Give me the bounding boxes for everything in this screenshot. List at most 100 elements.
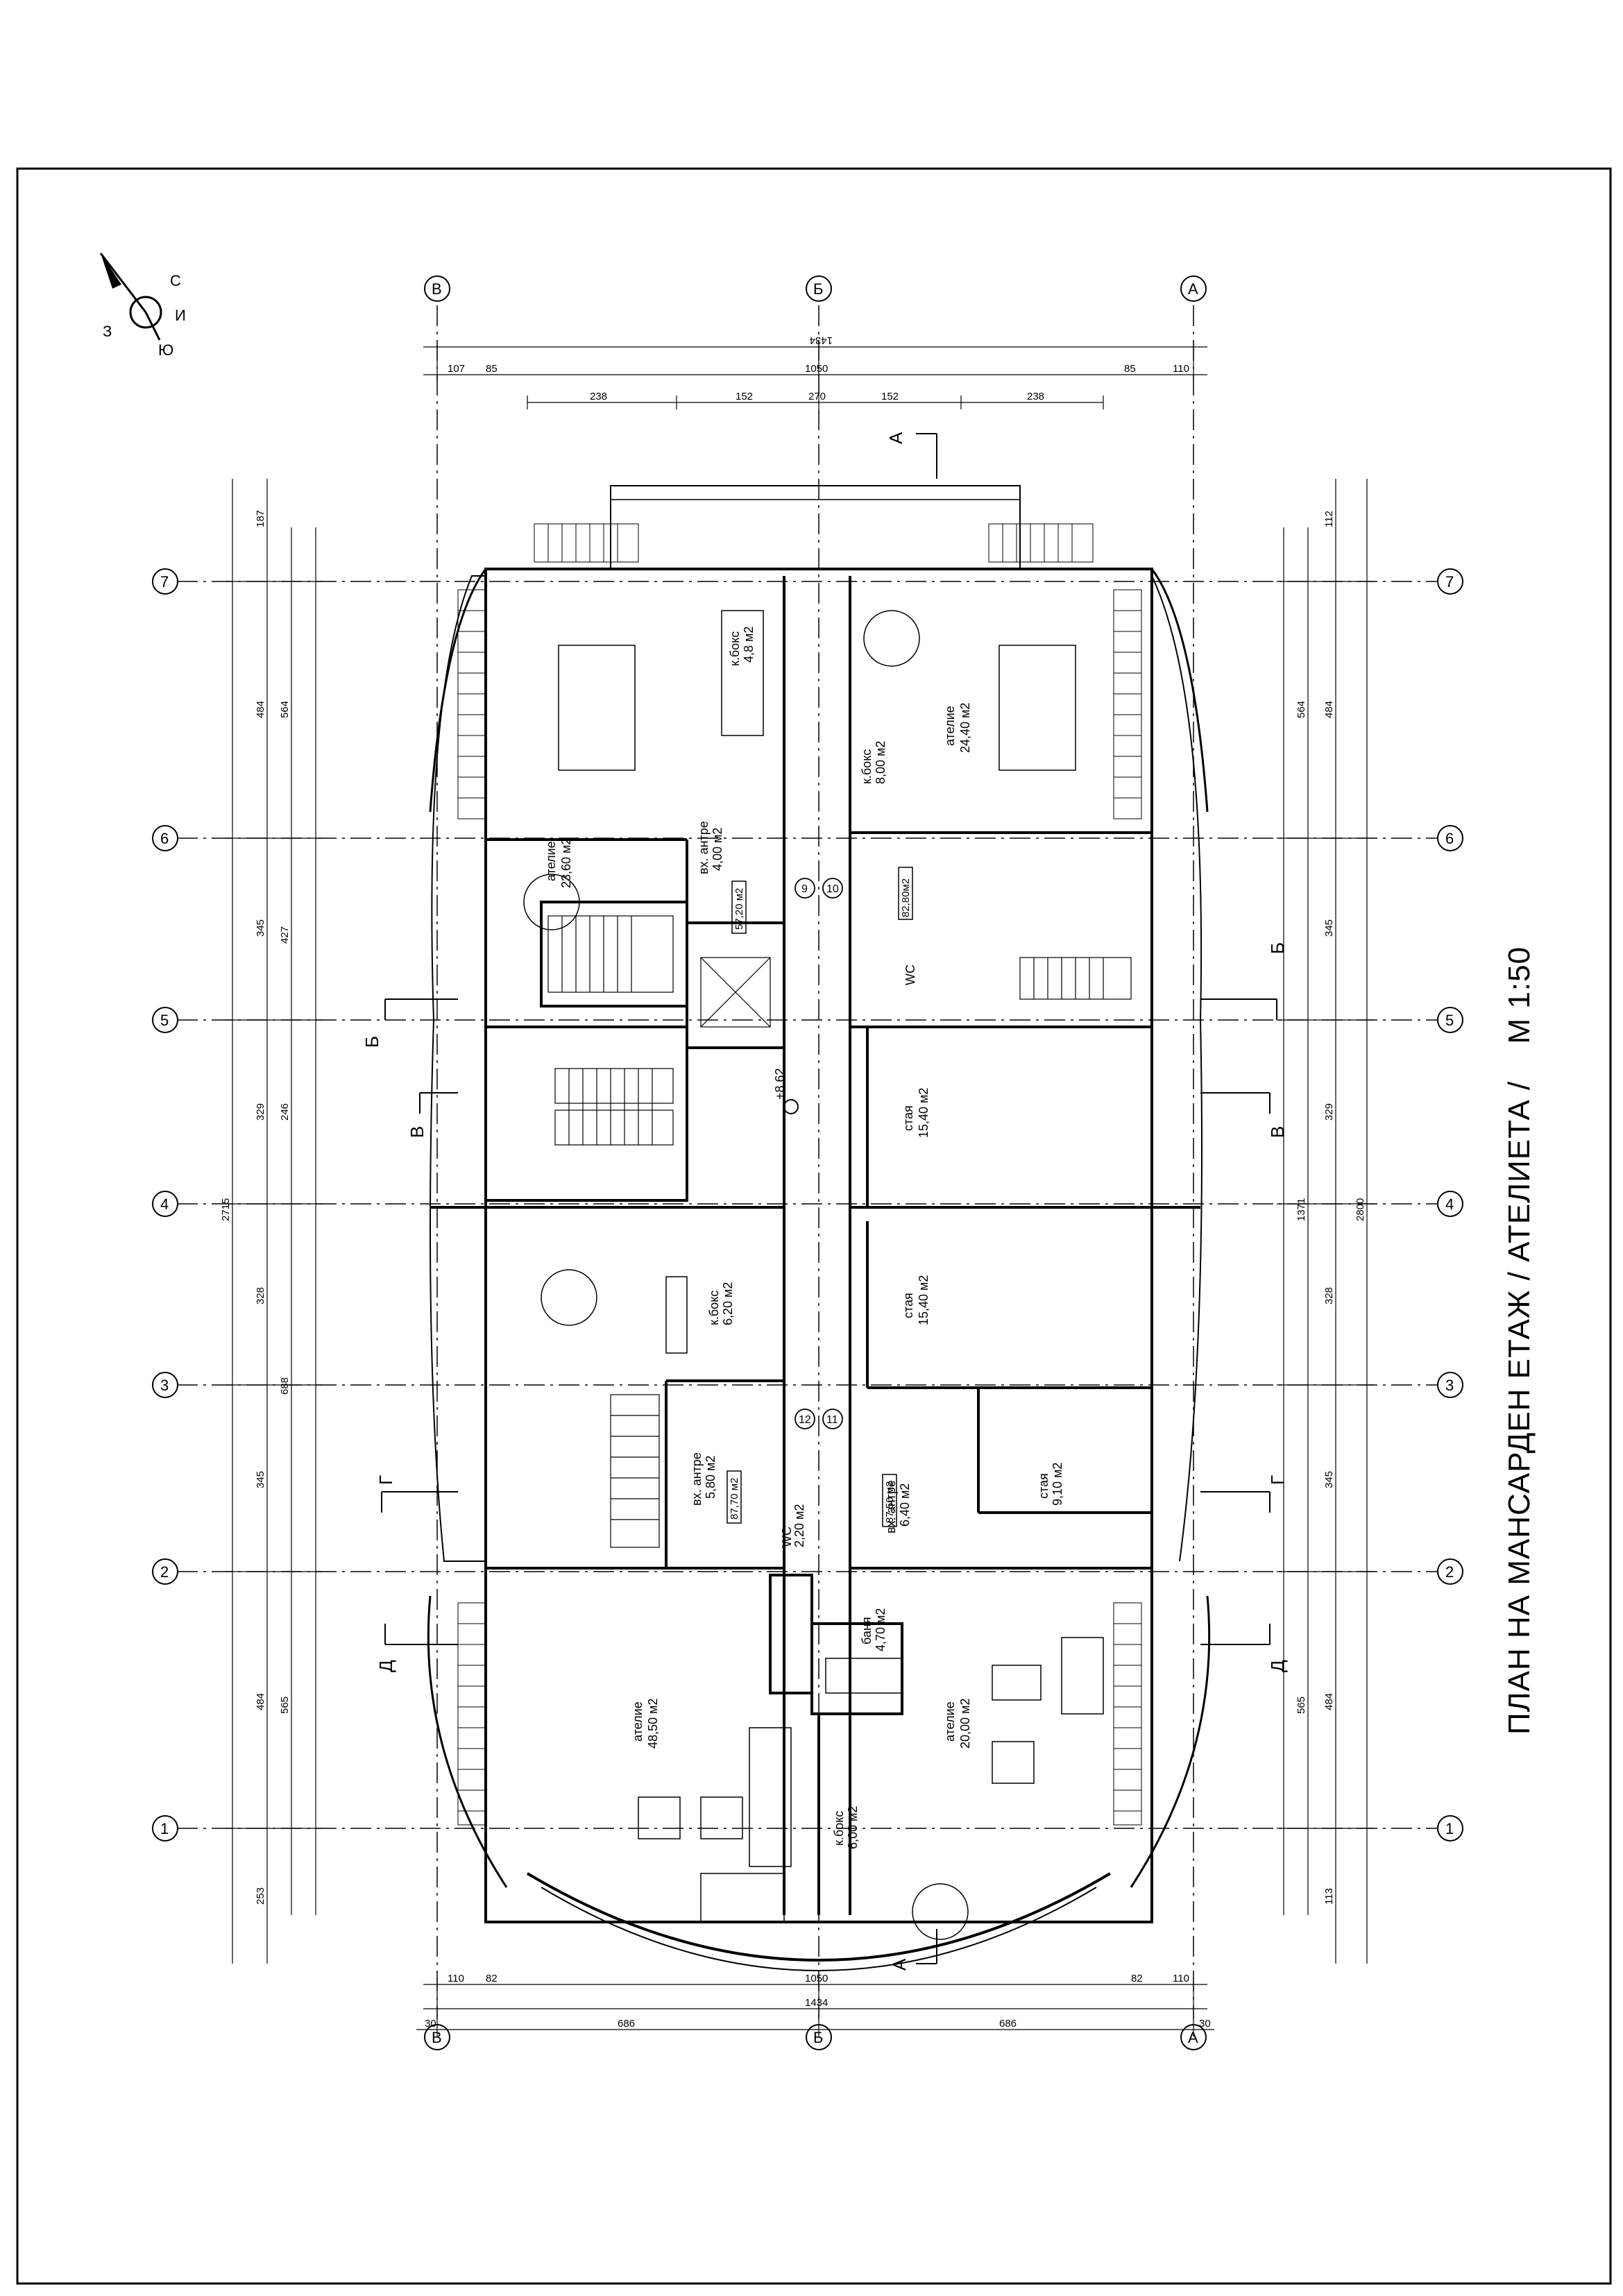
axis-label-right-3: 3: [1445, 1377, 1454, 1394]
dim-right-chain-4: 329: [1323, 1103, 1335, 1121]
section-label-b-left: Б: [362, 1036, 382, 1048]
room-area-16: 20,00 м2: [958, 1699, 972, 1749]
dim-left-inner-1: 564: [279, 701, 291, 718]
dim-top-overall: 1434: [810, 334, 833, 346]
room-name-17: к.бокс: [832, 1811, 846, 1846]
section-label-v-right: В: [1267, 1126, 1288, 1138]
level-mark-icon: [783, 1099, 799, 1114]
axis-label-left-1: 1: [160, 1820, 169, 1837]
section-label-v-left: В: [407, 1126, 427, 1138]
dim-right-chain-2: 484: [1323, 701, 1335, 718]
axis-label-bottom-1: В: [432, 2029, 442, 2046]
section-label-a-top: А: [885, 432, 906, 444]
dim-left-chain-7: 484: [255, 1693, 266, 1710]
room-name-3: вх. антре: [697, 821, 711, 874]
axis-label-bottom-3: А: [1188, 2029, 1198, 2046]
axis-label-right-2: 2: [1445, 1563, 1454, 1581]
dim-left-chain-2: 484: [255, 701, 266, 718]
dim-bottom-sub-3: 1050: [805, 1973, 828, 1984]
unit-number-11: 11: [826, 1414, 838, 1426]
room-area-7: 15,40 м2: [917, 1088, 931, 1138]
axis-label-right-4: 4: [1445, 1196, 1454, 1213]
section-label-g-left: Г: [375, 1475, 396, 1485]
dim-top-inner-3: 270: [808, 391, 826, 402]
room-name-5: к.бокс: [860, 749, 874, 784]
dim-right-chain-3: 345: [1323, 919, 1335, 937]
north-arrow-icon: С Ю И З: [99, 253, 186, 359]
dim-right-inner-2: 1371: [1295, 1198, 1307, 1221]
dim-right-overall: 2800: [1354, 1198, 1366, 1221]
section-label-d-right: Д: [1267, 1660, 1288, 1672]
room-name-7: стая: [901, 1105, 915, 1131]
axis-label-left-3: 3: [160, 1377, 169, 1394]
axis-label-left-6: 6: [160, 830, 169, 847]
axis-label-right-5: 5: [1445, 1012, 1454, 1029]
dim-right-chain-7: 484: [1323, 1693, 1335, 1710]
dim-left-inner-5: 565: [279, 1697, 291, 1714]
dim-left-inner-2: 427: [279, 926, 291, 944]
axis-label-top-1: В: [432, 280, 442, 298]
axis-label-top-3: А: [1188, 280, 1198, 298]
room-area-2: 4,8 м2: [742, 627, 756, 663]
dim-top-inner-4: 152: [881, 391, 899, 402]
section-label-a-bottom: А: [889, 1958, 910, 1971]
unit-total-4: 87,50 м2: [884, 1481, 896, 1523]
dim-bottom-sub-1: 110: [448, 1973, 464, 1984]
hatched-walls: [457, 523, 1142, 1826]
interior-walls: [430, 576, 1200, 1915]
room-name-11: WC: [780, 1527, 794, 1547]
unit-number-bubbles: [794, 878, 843, 1429]
dim-bottom-sub-5: 110: [1173, 1973, 1189, 1984]
unit-number-9: 9: [801, 883, 808, 895]
dim-right-chain-8: 113: [1323, 1888, 1335, 1905]
room-area-12: 6,40 м2: [898, 1483, 912, 1527]
axis-bubbles-bottom: [424, 2024, 1207, 2050]
north-arrow-label-1: С: [170, 272, 181, 289]
unit-total-boxes: [726, 867, 913, 1527]
dim-right-chain-5: 328: [1323, 1287, 1335, 1304]
room-name-9: к.бокс: [707, 1291, 721, 1325]
dim-top-inner-1: 238: [590, 391, 607, 402]
dim-left-chain-6: 345: [255, 1471, 266, 1488]
dim-top-sub-3: 1050: [805, 363, 828, 375]
unit-total-1: 57,20 м2: [733, 888, 745, 930]
room-name-6: WC: [903, 964, 917, 985]
axis-label-top-2: Б: [813, 280, 823, 298]
dim-bottom-outer-2: 686: [618, 2018, 635, 2030]
sheet-title: ПЛАН НА МАНСАРДЕН ЕТАЖ / АТЕЛИЕТА /: [1502, 1080, 1536, 1735]
dim-left-chain-5: 328: [255, 1287, 266, 1304]
room-area-9: 6,20 м2: [721, 1282, 735, 1325]
building-outline: [427, 485, 1211, 1971]
dim-top-inner-5: 238: [1027, 391, 1044, 402]
axis-label-left-7: 7: [160, 573, 169, 590]
sheet-border: [16, 167, 1612, 2285]
sheet-title-block: ПЛАН НА МАНСАРДЕН ЕТАЖ / АТЕЛИЕТА / М 1:…: [1499, 946, 1540, 1735]
dim-left-inner-3: 246: [279, 1103, 291, 1121]
axis-bubbles-right: [1437, 568, 1463, 1842]
dim-top-inner-2: 152: [736, 391, 753, 402]
room-name-10: вх. антре: [690, 1452, 704, 1506]
room-name-13: стая: [1037, 1473, 1051, 1499]
sheet-title-row: ПЛАН НА МАНСАРДЕН ЕТАЖ / АТЕЛИЕТА / М 1:…: [1499, 946, 1540, 1735]
section-label-g-right: Г: [1267, 1475, 1288, 1485]
level-mark: +8.62: [773, 1068, 787, 1100]
room-name-14: баня: [860, 1617, 874, 1644]
dim-left-chain-1: 187: [255, 510, 266, 527]
room-area-5: 8,00 м2: [874, 741, 887, 784]
room-area-3: 4,00 м2: [711, 828, 724, 871]
dim-top-sub-1: 107: [448, 363, 465, 375]
dim-top-sub-4: 85: [1124, 363, 1136, 375]
room-name-12: вх. антре: [884, 1480, 898, 1533]
dim-bottom-sub-2: 82: [486, 1973, 498, 1984]
north-arrow-label-4: З: [103, 323, 112, 340]
north-arrow-label-2: Ю: [158, 341, 173, 359]
room-name-1: ателие: [544, 841, 558, 881]
axis-label-bottom-2: Б: [813, 2029, 823, 2046]
north-arrow-label-3: И: [175, 307, 186, 324]
dim-top-sub-5: 110: [1173, 363, 1189, 375]
room-area-13: 9,10 м2: [1051, 1463, 1064, 1506]
dim-right-chain-1: 112: [1323, 511, 1335, 527]
axis-bubbles-left: [152, 568, 178, 1842]
dim-right-inner-3: 565: [1295, 1697, 1307, 1714]
dim-bottom-sub-4: 82: [1131, 1973, 1143, 1984]
